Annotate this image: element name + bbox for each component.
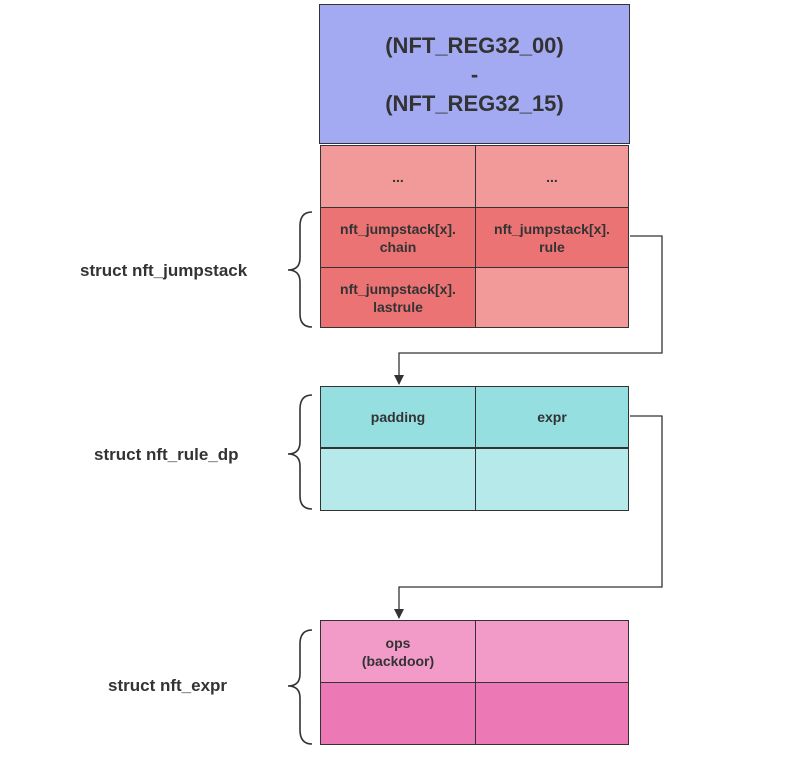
expr-text: expr bbox=[537, 409, 567, 425]
arrow-rule-to-rule-dp bbox=[394, 235, 663, 385]
brace-rule-dp bbox=[287, 394, 313, 510]
jumpstack-chain-cell: nft_jumpstack[x]. chain bbox=[320, 207, 476, 268]
brace-expr bbox=[287, 629, 313, 745]
ops-line2: (backdoor) bbox=[361, 652, 435, 669]
brace-jumpstack bbox=[287, 211, 313, 328]
jumpstack-ellipsis-left: ... bbox=[320, 145, 476, 208]
jumpstack-empty-cell bbox=[475, 267, 629, 328]
lastrule-line2: lastrule bbox=[373, 298, 423, 315]
registers-end-label: (NFT_REG32_15) bbox=[385, 90, 564, 116]
rule-dp-empty-left bbox=[320, 448, 476, 511]
ops-line1: ops bbox=[385, 634, 411, 651]
registers-start-label: (NFT_REG32_00) bbox=[385, 32, 564, 58]
expr-empty-bottom-right bbox=[475, 682, 629, 745]
chain-line2: chain bbox=[379, 238, 417, 255]
expr-ops-cell: ops (backdoor) bbox=[320, 620, 476, 683]
registers-block: (NFT_REG32_00) - (NFT_REG32_15) bbox=[319, 4, 630, 144]
ellipsis-left-text: ... bbox=[392, 168, 404, 185]
chain-line1: nft_jumpstack[x]. bbox=[340, 220, 456, 237]
rule-line1: nft_jumpstack[x]. bbox=[494, 220, 610, 237]
rule-line2: rule bbox=[539, 238, 565, 255]
lastrule-line1: nft_jumpstack[x]. bbox=[340, 280, 456, 297]
label-struct-nft-rule-dp: struct nft_rule_dp bbox=[94, 445, 239, 464]
label-struct-nft-jumpstack: struct nft_jumpstack bbox=[80, 261, 248, 280]
registers-range-dash: - bbox=[470, 61, 479, 87]
rule-dp-padding-cell: padding bbox=[320, 386, 476, 448]
padding-text: padding bbox=[370, 409, 426, 425]
rule-dp-empty-right bbox=[475, 448, 629, 511]
arrow-expr-to-nft-expr bbox=[394, 415, 663, 619]
rule-dp-expr-cell: expr bbox=[475, 386, 629, 448]
jumpstack-rule-cell: nft_jumpstack[x]. rule bbox=[475, 207, 629, 268]
label-struct-nft-expr: struct nft_expr bbox=[108, 676, 228, 695]
jumpstack-ellipsis-right: ... bbox=[475, 145, 629, 208]
ellipsis-right-text: ... bbox=[546, 168, 558, 185]
expr-empty-top-right bbox=[475, 620, 629, 683]
